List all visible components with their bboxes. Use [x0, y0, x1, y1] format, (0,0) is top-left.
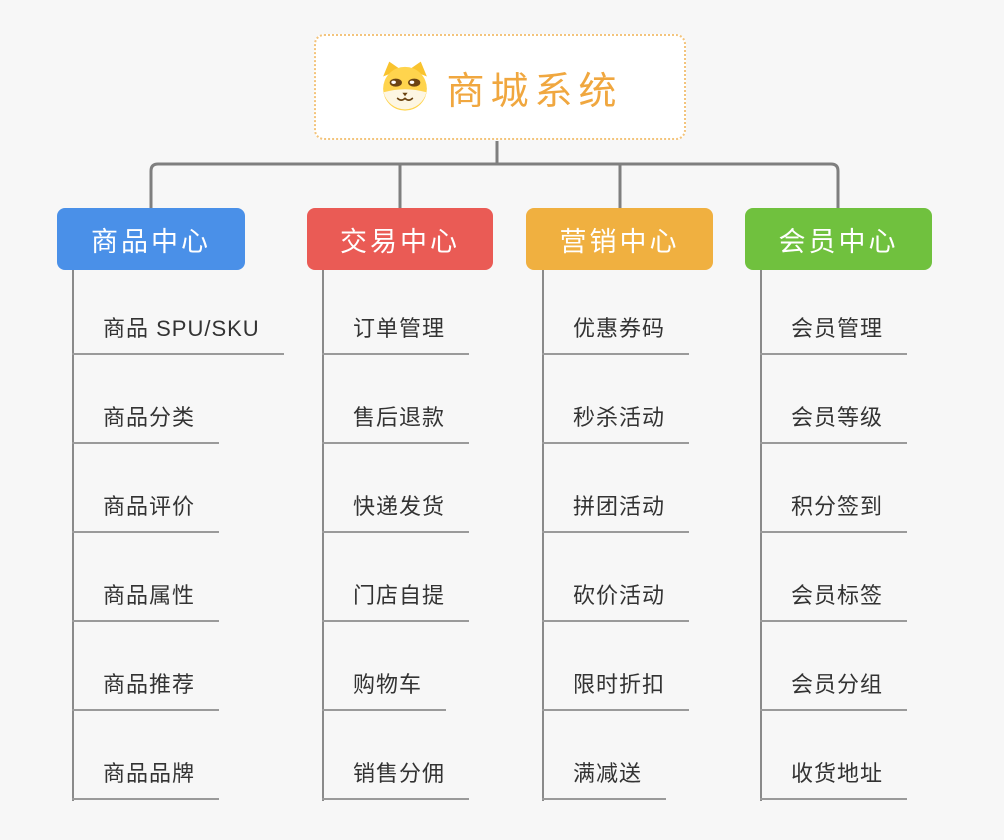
branch-node-marketing-center[interactable]: 营销中心 [526, 208, 713, 270]
branch-bus-line [149, 162, 840, 210]
branch-node-member-center[interactable]: 会员中心 [745, 208, 932, 270]
leaf-node[interactable]: 优惠券码 [542, 315, 690, 355]
leaf-node[interactable]: 会员管理 [760, 315, 908, 355]
leaf-node[interactable]: 限时折扣 [542, 671, 690, 711]
leaf-node[interactable]: 拼团活动 [542, 493, 690, 533]
leaf-node[interactable]: 门店自提 [322, 582, 470, 622]
leaf-node[interactable]: 商品属性 [72, 582, 220, 622]
root-node[interactable]: 商城系统 [314, 34, 686, 140]
branch-child-line [322, 270, 324, 801]
leaf-node[interactable]: 购物车 [322, 671, 447, 711]
leaf-node[interactable]: 销售分佣 [322, 760, 470, 800]
root-title: 商城系统 [446, 70, 623, 113]
leaf-node[interactable]: 秒杀活动 [542, 404, 690, 444]
leaf-node[interactable]: 砍价活动 [542, 582, 690, 622]
dog-face-icon [377, 59, 433, 115]
leaf-node[interactable]: 会员标签 [760, 582, 908, 622]
leaf-node[interactable]: 售后退款 [322, 404, 470, 444]
leaf-node[interactable]: 商品推荐 [72, 671, 220, 711]
branch-node-trade-center[interactable]: 交易中心 [307, 208, 493, 270]
leaf-node[interactable]: 订单管理 [322, 315, 470, 355]
leaf-node[interactable]: 会员等级 [760, 404, 908, 444]
branch-child-line [760, 270, 762, 801]
leaf-node[interactable]: 会员分组 [760, 671, 908, 711]
leaf-node[interactable]: 商品分类 [72, 404, 220, 444]
leaf-node[interactable]: 商品评价 [72, 493, 220, 533]
leaf-node[interactable]: 商品品牌 [72, 760, 220, 800]
leaf-node[interactable]: 满减送 [542, 760, 667, 800]
branch-child-line [72, 270, 74, 801]
leaf-node[interactable]: 积分签到 [760, 493, 908, 533]
branch-child-line [542, 270, 544, 801]
branch-node-goods-center[interactable]: 商品中心 [57, 208, 245, 270]
leaf-node[interactable]: 商品 SPU/SKU [72, 315, 284, 355]
leaf-node[interactable]: 收货地址 [760, 760, 908, 800]
leaf-node[interactable]: 快递发货 [322, 493, 470, 533]
